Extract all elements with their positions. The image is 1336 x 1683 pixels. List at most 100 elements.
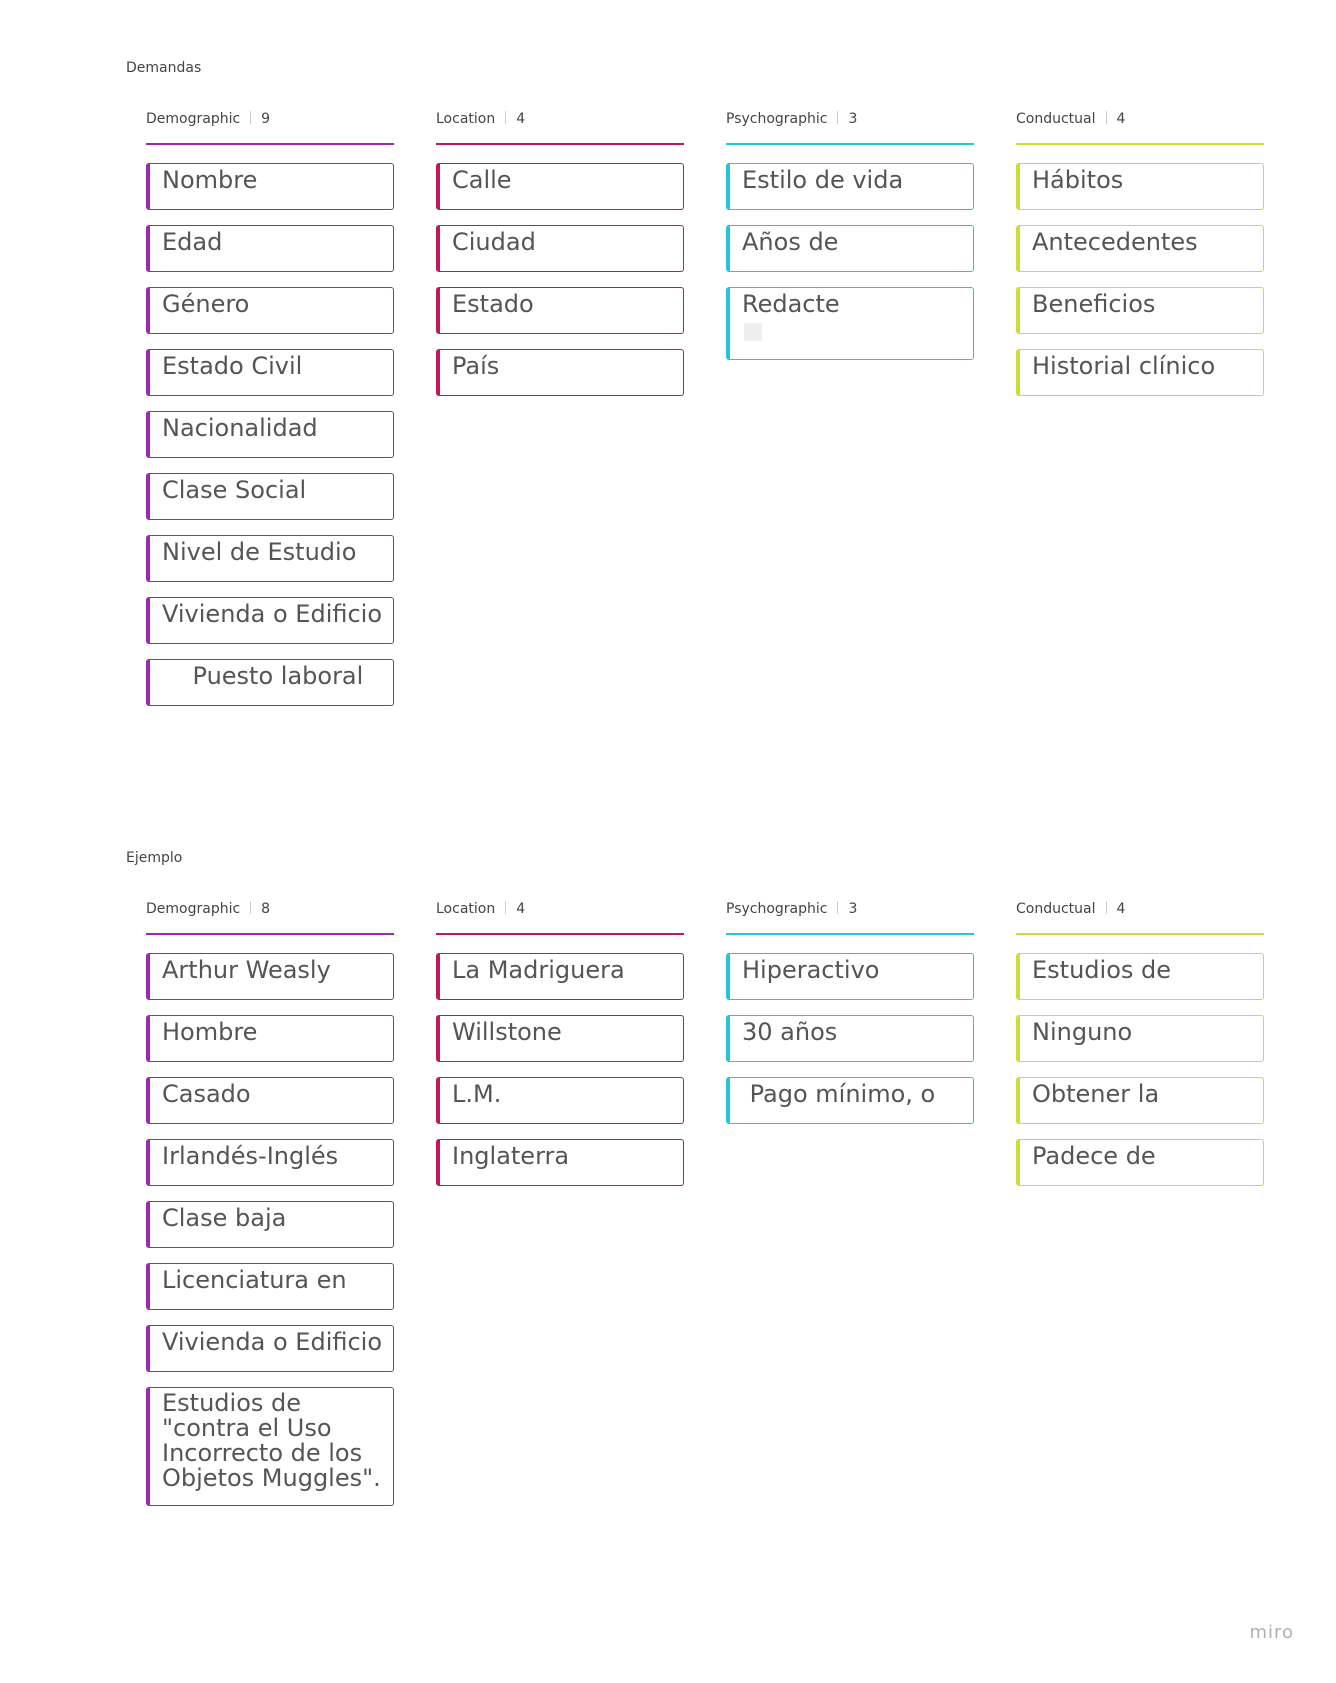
column-location[interactable]: Location 4 Calle Ciudad Estado País <box>436 100 684 411</box>
column-underline <box>146 933 394 935</box>
column-count: 4 <box>1116 111 1126 127</box>
column-underline <box>146 143 394 145</box>
card[interactable]: Clase baja <box>146 1201 394 1248</box>
card[interactable]: Hiperactivo <box>726 953 974 1000</box>
card[interactable]: 30 años <box>726 1015 974 1062</box>
column-header: Conductual 4 <box>1016 890 1264 923</box>
card[interactable]: L.M. <box>436 1077 684 1124</box>
card[interactable]: Arthur Weasly <box>146 953 394 1000</box>
card[interactable]: Estudios de "contra el Uso Incorrecto de… <box>146 1387 394 1506</box>
card[interactable]: Estado Civil <box>146 349 394 396</box>
column-separator <box>1105 111 1107 124</box>
card-list: Nombre Edad Género Estado Civil Nacional… <box>146 163 394 706</box>
column-demographic[interactable]: Demographic 9 Nombre Edad Género Estado C… <box>146 100 394 721</box>
column-separator <box>837 111 839 124</box>
column-count: 3 <box>848 111 858 127</box>
column-header: Psychographic 3 <box>726 100 974 133</box>
column-conductual[interactable]: Conductual 4 Estudios de Ninguno Obtener … <box>1016 890 1264 1201</box>
card[interactable]: Ninguno <box>1016 1015 1264 1062</box>
column-name: Conductual <box>1016 901 1096 917</box>
column-demographic[interactable]: Demographic 8 Arthur Weasly Hombre Casado… <box>146 890 394 1521</box>
column-name: Demographic <box>146 111 241 127</box>
column-header: Location 4 <box>436 890 684 923</box>
attachment-placeholder-icon <box>744 323 762 341</box>
column-name: Psychographic <box>726 111 828 127</box>
column-separator <box>505 111 507 124</box>
card-list: Hiperactivo 30 años Pago mínimo, o <box>726 953 974 1124</box>
card[interactable]: Licenciatura en <box>146 1263 394 1310</box>
card[interactable]: Willstone <box>436 1015 684 1062</box>
column-header: Conductual 4 <box>1016 100 1264 133</box>
column-underline <box>436 143 684 145</box>
card[interactable]: Nombre <box>146 163 394 210</box>
card[interactable]: Beneficios <box>1016 287 1264 334</box>
card[interactable]: Años de <box>726 225 974 272</box>
column-separator <box>837 901 839 914</box>
column-name: Psychographic <box>726 901 828 917</box>
card[interactable]: Puesto laboral <box>146 659 394 706</box>
card-list: La Madriguera Willstone L.M. Inglaterra <box>436 953 684 1186</box>
card[interactable]: Estilo de vida <box>726 163 974 210</box>
card-list: Calle Ciudad Estado País <box>436 163 684 396</box>
column-underline <box>436 933 684 935</box>
card[interactable]: Género <box>146 287 394 334</box>
card[interactable]: País <box>436 349 684 396</box>
column-separator <box>250 901 252 914</box>
column-underline <box>726 933 974 935</box>
card[interactable]: Antecedentes <box>1016 225 1264 272</box>
column-count: 4 <box>1116 901 1126 917</box>
column-psychographic[interactable]: Psychographic 3 Hiperactivo 30 años Pago … <box>726 890 974 1139</box>
card[interactable]: Nacionalidad <box>146 411 394 458</box>
card[interactable]: Edad <box>146 225 394 272</box>
card[interactable]: Vivienda o Edificio <box>146 1325 394 1372</box>
column-header: Location 4 <box>436 100 684 133</box>
column-header: Demographic 9 <box>146 100 394 133</box>
card[interactable]: Clase Social <box>146 473 394 520</box>
card[interactable]: Calle <box>436 163 684 210</box>
column-name: Location <box>436 901 496 917</box>
column-separator <box>250 111 252 124</box>
card[interactable]: Ciudad <box>436 225 684 272</box>
card[interactable]: Historial clínico <box>1016 349 1264 396</box>
column-location[interactable]: Location 4 La Madriguera Willstone L.M. I… <box>436 890 684 1201</box>
card[interactable]: Obtener la <box>1016 1077 1264 1124</box>
column-name: Demographic <box>146 901 241 917</box>
card-list: Hábitos Antecedentes Beneficios Historia… <box>1016 163 1264 396</box>
card[interactable]: Estudios de <box>1016 953 1264 1000</box>
board-title: Demandas <box>126 60 202 76</box>
miro-logo: miro <box>1249 1622 1294 1643</box>
column-separator <box>1105 901 1107 914</box>
card[interactable]: La Madriguera <box>436 953 684 1000</box>
card[interactable]: Nivel de Estudio <box>146 535 394 582</box>
column-conductual[interactable]: Conductual 4 Hábitos Antecedentes Benefic… <box>1016 100 1264 411</box>
card[interactable]: Irlandés-Inglés <box>146 1139 394 1186</box>
column-separator <box>505 901 507 914</box>
column-name: Conductual <box>1016 111 1096 127</box>
card[interactable]: Padece de <box>1016 1139 1264 1186</box>
column-name: Location <box>436 111 496 127</box>
column-header: Demographic 8 <box>146 890 394 923</box>
card[interactable]: Hábitos <box>1016 163 1264 210</box>
card[interactable]: Hombre <box>146 1015 394 1062</box>
board-title: Ejemplo <box>126 850 183 866</box>
card-with-attachment[interactable]: Redacte <box>726 287 974 360</box>
column-count: 8 <box>261 901 271 917</box>
column-underline <box>726 143 974 145</box>
card[interactable]: Casado <box>146 1077 394 1124</box>
card-text: Redacte <box>742 290 840 318</box>
column-count: 3 <box>848 901 858 917</box>
card[interactable]: Pago mínimo, o <box>726 1077 974 1124</box>
card[interactable]: Inglaterra <box>436 1139 684 1186</box>
column-header: Psychographic 3 <box>726 890 974 923</box>
column-underline <box>1016 933 1264 935</box>
card[interactable]: Vivienda o Edificio <box>146 597 394 644</box>
column-count: 4 <box>516 901 526 917</box>
card-list: Arthur Weasly Hombre Casado Irlandés-Ing… <box>146 953 394 1506</box>
card[interactable]: Estado <box>436 287 684 334</box>
column-underline <box>1016 143 1264 145</box>
column-psychographic[interactable]: Psychographic 3 Estilo de vida Años de Re… <box>726 100 974 375</box>
card-list: Estilo de vida Años de Redacte <box>726 163 974 360</box>
column-count: 4 <box>516 111 526 127</box>
card-list: Estudios de Ninguno Obtener la Padece de <box>1016 953 1264 1186</box>
column-count: 9 <box>261 111 271 127</box>
